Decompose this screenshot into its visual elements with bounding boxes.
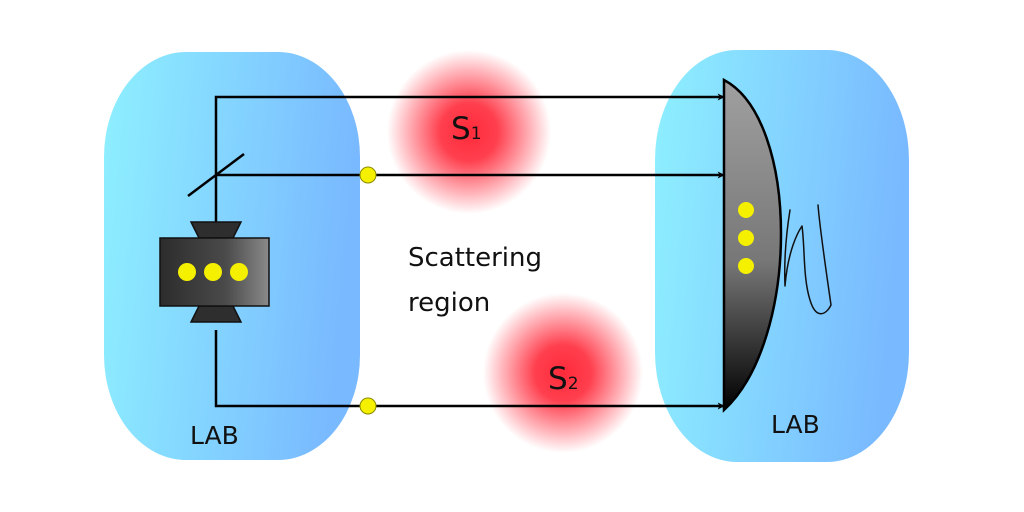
detector-particle-1 [738, 202, 754, 218]
source1-label: S1 [451, 111, 482, 147]
source2-index: 2 [568, 374, 579, 394]
signature-squiggle [784, 204, 832, 315]
detector-particle-2 [738, 230, 754, 246]
mirror-icon [187, 153, 245, 197]
region-label-line2: region [408, 288, 490, 318]
scatterer-s1 [387, 50, 551, 214]
source2-letter: S [548, 361, 568, 397]
travelling-particle-middle [359, 166, 377, 184]
source1-index: 1 [471, 124, 482, 144]
source-particle-2 [204, 263, 222, 281]
scatterer-s2 [483, 293, 643, 453]
detector-particle-3 [738, 258, 754, 274]
lab-right-label: LAB [771, 410, 820, 439]
source-particle-1 [178, 263, 196, 281]
detector-particles [738, 202, 754, 274]
region-label-line1: Scattering [408, 243, 542, 273]
beam-paths [214, 93, 725, 410]
detector-icon [722, 77, 783, 413]
beam-bottom [214, 330, 725, 410]
lab-left-label: LAB [190, 421, 239, 450]
source1-letter: S [451, 111, 471, 147]
source-particle-3 [230, 263, 248, 281]
beam-top [214, 93, 725, 244]
source-particles [178, 263, 248, 281]
lab-right-region [655, 50, 909, 462]
source2-label: S2 [548, 361, 579, 397]
travelling-particle-bottom [359, 397, 377, 415]
